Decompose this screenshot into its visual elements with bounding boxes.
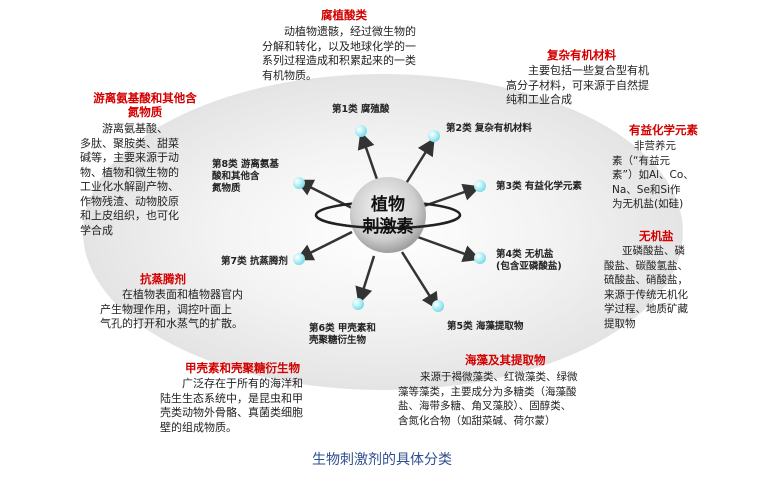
arrow-cat7 <box>295 230 353 261</box>
chitin-title: 甲壳素和壳聚糖衍生物 <box>185 361 300 375</box>
desc-line: 分解和转化，以及地球化学的一 <box>262 39 416 53</box>
center-circle <box>350 177 426 253</box>
desc-line: 学过程、地质矿藏 <box>604 303 688 315</box>
desc-line: 壁的组成物质。 <box>160 420 237 434</box>
desc-line: 主要包括一些复合型有机 <box>528 64 649 77</box>
complex-description: 主要包括一些复合型有机 高分子材料，可来源于自然提 纯和工业合成 <box>506 64 686 108</box>
inorganic-title: 无机盐 <box>639 229 674 243</box>
desc-line: 作物残渣、动物胶原 <box>80 194 179 208</box>
inorganic-description: 亚磷酸盐、磷 酸盐、碳酸氢盐、 硫酸盐、硝酸盐， 来源于传统无机化 学过程、地质… <box>604 244 732 331</box>
desc-line: 气孔的打开和水蒸气的扩散。 <box>100 317 243 330</box>
cat7-bullet <box>293 253 305 265</box>
desc-line: 多肽、聚胺类、甜菜 <box>80 136 179 150</box>
amino-description: 游离氨基酸、 多肽、聚胺类、甜菜 碱等，主要来源于动 物、植物和微生物的 工业化… <box>80 122 210 238</box>
category-5-label: 第5类 海藻提取物 <box>447 321 524 332</box>
desc-line: 提取物 <box>604 317 636 330</box>
desc-line: 来源于传统无机化 <box>604 288 688 301</box>
desc-line: 陆生生态系统中，是昆虫和甲 <box>160 391 303 405</box>
cat2-bullet <box>428 130 440 142</box>
complex-title: 复杂有机材料 <box>547 48 616 62</box>
center-label: 植物 刺激素 <box>352 194 424 238</box>
seaweed-title: 海藻及其提取物 <box>465 353 546 367</box>
amino-title-line1: 游离氨基酸和其他含 <box>93 91 197 105</box>
category-8-line2: 酸和其他含 <box>212 171 260 182</box>
desc-line: 壳类动物外骨骼、真菌类细胞 <box>160 406 303 419</box>
desc-line: 学合成 <box>80 223 113 237</box>
desc-line: 高分子材料，可来源于自然提 <box>506 78 649 92</box>
category-8-line1: 第8类 游离氨基 <box>212 159 279 170</box>
category-7-label: 第7类 抗蒸腾剂 <box>221 256 288 267</box>
desc-line: 广泛存在于所有的海洋和 <box>182 377 303 390</box>
category-2-label: 第2类 复杂有机材料 <box>446 123 532 134</box>
desc-line: 纯和工业合成 <box>506 93 572 106</box>
desc-line: 和上皮组织，也可化 <box>80 209 179 222</box>
desc-line: 亚磷酸盐、磷 <box>622 245 685 257</box>
chitin-description: 广泛存在于所有的海洋和 陆生生态系统中，是昆虫和甲 壳类动物外骨骼、真菌类细胞 … <box>160 377 350 435</box>
category-8-label: 第8类 游离氨基 酸和其他含 氮物质 <box>212 159 279 195</box>
amino-title-line2: 氮物质 <box>127 105 163 119</box>
desc-line: 为无机盐(如硅) <box>612 198 684 210</box>
ring-front <box>314 214 462 230</box>
desc-line: 游离氨基酸、 <box>102 122 168 135</box>
antitranspirant-description: 在植物表面和植物器官内 产生物理作用，调控叶面上 气孔的打开和水蒸气的扩散。 <box>100 288 280 332</box>
category-6-line1: 第6类 甲壳素和 <box>309 323 376 334</box>
category-6-label: 第6类 甲壳素和 壳聚糖衍生物 <box>309 323 376 347</box>
category-3-label: 第3类 有益化学元素 <box>496 181 582 192</box>
desc-line: 藻等藻类，主要成分为多糖类（海藻酸 <box>398 385 577 398</box>
humic-title: 腐植酸类 <box>321 8 367 22</box>
arrow-cat6 <box>355 255 376 305</box>
humic-description: 动植物遗骸，经过微生物的 分解和转化，以及地球化学的一 系列过程造成和积累起来的… <box>262 25 452 83</box>
cat6-bullet <box>352 298 364 310</box>
desc-line: 有机物质。 <box>262 68 317 82</box>
desc-line: 工业化水解副产物、 <box>80 180 179 193</box>
desc-line: 素（“有益元 <box>612 154 670 167</box>
category-4-label: 第4类 无机盐 (包含亚磷酸盐) <box>496 249 562 273</box>
desc-line: 系列过程造成和积累起来的一类 <box>262 54 416 67</box>
desc-line: 素”）如Al、Co、 <box>612 169 694 181</box>
amino-title: 游离氨基酸和其他含 氮物质 <box>83 91 207 119</box>
cat3-bullet <box>474 180 486 192</box>
desc-line: 在植物表面和植物器官内 <box>122 288 243 301</box>
arrow-cat2 <box>400 137 435 191</box>
desc-line: 产生物理作用，调控叶面上 <box>100 302 232 316</box>
desc-line: 酸盐、碳酸氢盐、 <box>604 259 688 272</box>
arrow-cat5 <box>400 251 439 311</box>
center-line1: 植物 <box>371 195 405 215</box>
beneficial-description: 非营养元 素（“有益元 素”）如Al、Co、 Na、Se和Si作 为无机盐(如硅… <box>612 139 724 212</box>
arrow-cat4 <box>414 234 481 262</box>
antitranspirant-title: 抗蒸腾剂 <box>140 272 186 286</box>
desc-line: 来源于褐微藻类、红微藻类、绿微 <box>420 371 578 383</box>
category-4-line2: (包含亚磷酸盐) <box>496 261 562 272</box>
figure-caption: 生物刺激剂的具体分类 <box>312 452 452 468</box>
cat8-bullet <box>293 177 305 189</box>
desc-line: 硫酸盐、硝酸盐， <box>604 274 688 286</box>
desc-line: 物、植物和微生物的 <box>80 165 179 179</box>
cat1-bullet <box>355 125 367 137</box>
desc-line: 碱等，主要来源于动 <box>80 151 179 164</box>
category-4-line1: 第4类 无机盐 <box>496 249 554 260</box>
desc-line: 非营养元 <box>634 140 676 152</box>
category-6-line2: 壳聚糖衍生物 <box>309 335 367 346</box>
category-8-line3: 氮物质 <box>212 183 241 194</box>
desc-line: 动植物遗骸，经过微生物的 <box>284 25 416 38</box>
beneficial-title: 有益化学元素 <box>629 123 698 137</box>
center-line2: 刺激素 <box>362 217 414 237</box>
desc-line: Na、Se和Si作 <box>612 183 681 196</box>
desc-line: 含氮化合物（如甜菜碱、荷尔蒙） <box>398 414 556 427</box>
desc-line: 盐、海带多糖、角叉藻胶）、固醇类、 <box>398 400 572 412</box>
seaweed-description: 来源于褐微藻类、红微藻类、绿微 藻等藻类，主要成分为多糖类（海藻酸 盐、海带多糖… <box>398 370 638 428</box>
category-1-label: 第1类 腐殖酸 <box>332 104 390 115</box>
cat4-bullet <box>474 252 486 264</box>
cat5-bullet <box>432 300 444 312</box>
